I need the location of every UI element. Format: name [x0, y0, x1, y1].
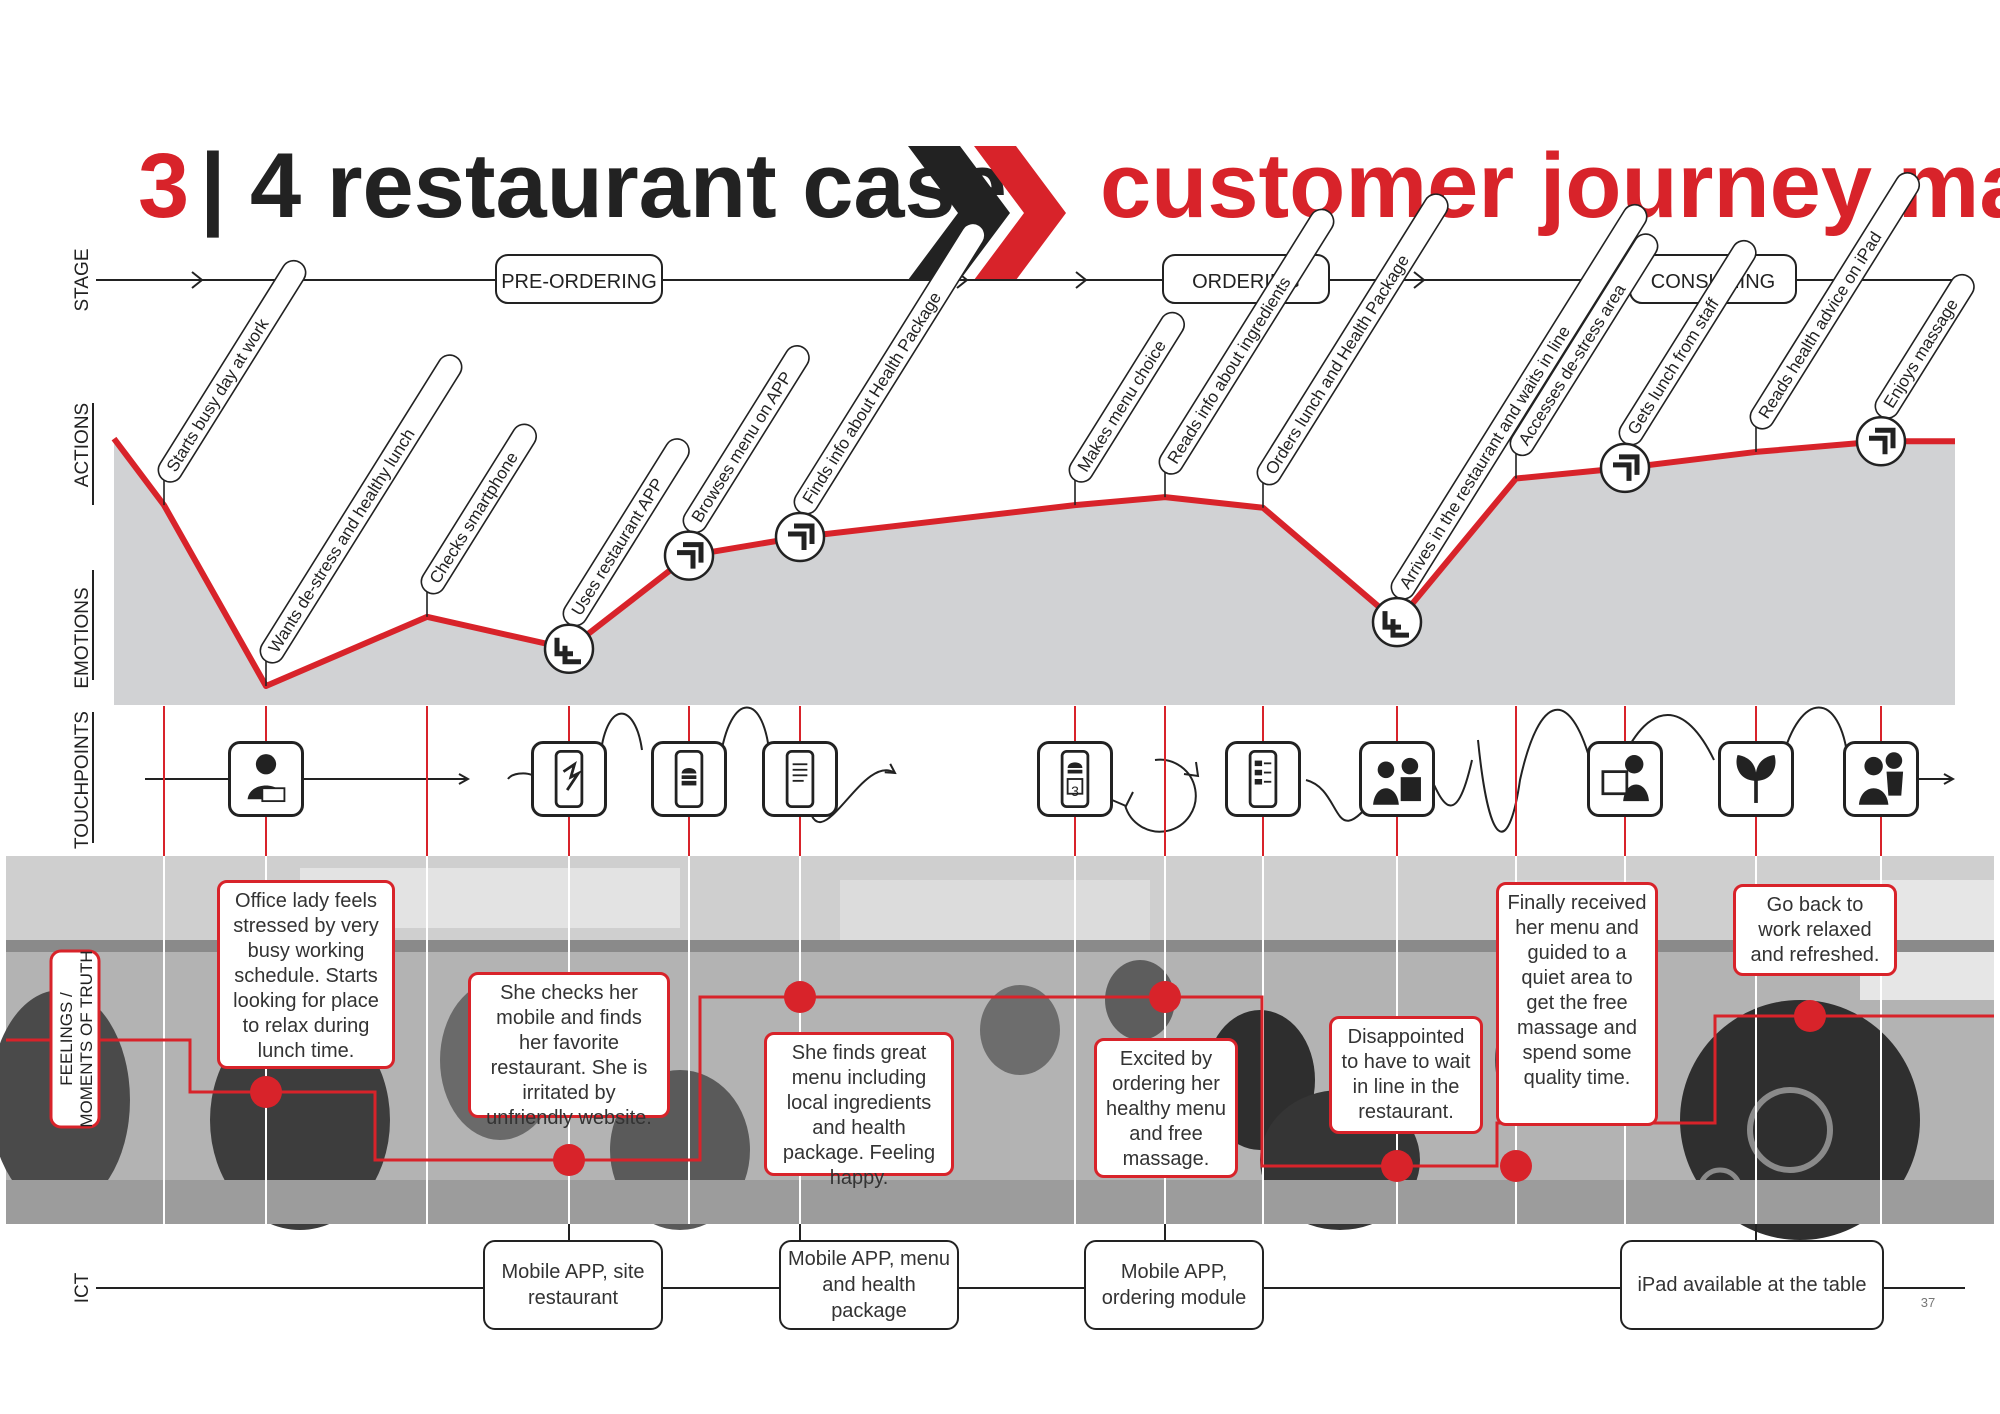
chevron-up-icon	[774, 511, 826, 563]
stage-box	[495, 254, 663, 304]
ict-box: Mobile APP, menu and health package	[779, 1240, 959, 1330]
row-label-feelings: MOMENTS OF TRUTH	[77, 950, 96, 1127]
ict-box: iPad available at the table	[1620, 1240, 1884, 1330]
choice-number: 3	[1071, 783, 1079, 799]
stage-arrow	[1075, 271, 1088, 289]
chevron-down-icon	[543, 623, 595, 675]
row-label-feelings: FEELINGS /	[57, 992, 76, 1086]
waiting-line-icon	[1359, 741, 1435, 817]
mobile-choice-icon: 3	[1037, 741, 1113, 817]
row-label-ict: ICT	[72, 1272, 93, 1303]
title-number: 3	[138, 135, 189, 237]
stage-arrow	[191, 271, 204, 289]
moment-dot	[1794, 1000, 1826, 1032]
title-chevron-dark	[908, 146, 1010, 280]
action-text: Wants de-stress and healthy lunch	[265, 425, 419, 656]
mobile-info-icon	[762, 741, 838, 817]
mobile-order-icon	[1225, 741, 1301, 817]
title-chevron-red	[974, 146, 1066, 280]
title-prefix: 4 restaurant case	[250, 135, 1007, 237]
moment-dot	[1149, 981, 1181, 1013]
chevron-down-icon	[1371, 596, 1423, 648]
ict-box: Mobile APP, site restaurant	[483, 1240, 663, 1330]
touchpoint-connector	[507, 706, 895, 823]
moment-dot	[250, 1076, 282, 1108]
action-label: Finds info about Health Package	[793, 222, 986, 515]
emotion-markers	[543, 416, 1907, 675]
title-suffix: customer journey map	[1100, 135, 2000, 237]
ict-box: Mobile APP, ordering module	[1084, 1240, 1264, 1330]
stage-label: PRE-ORDERING	[501, 271, 657, 293]
moment-dot	[553, 1144, 585, 1176]
feelings-connector	[6, 995, 1994, 1168]
staff-serving-icon	[1587, 741, 1663, 817]
row-label-actions: ACTIONS	[72, 403, 93, 487]
feeling-box: Excited by ordering her healthy menu and…	[1094, 1038, 1238, 1178]
feelings-label-box	[49, 949, 101, 1129]
massage-icon	[1843, 741, 1919, 817]
feeling-box: Finally received her menu and guided to …	[1496, 882, 1658, 1126]
office-lady-laptop-icon	[228, 741, 304, 817]
moment-dot	[1500, 1150, 1532, 1182]
stage-arrow	[1413, 271, 1426, 289]
cycle-icon	[1111, 758, 1200, 833]
touchpoint-connector	[1305, 706, 1849, 833]
action-label: Reads info about ingredients	[1158, 208, 1335, 475]
feeling-box: She finds great menu including local ing…	[764, 1032, 954, 1189]
action-text: Checks smartphone	[426, 449, 522, 587]
row-label-stage: STAGE	[72, 249, 93, 312]
leaf-icon	[1718, 741, 1794, 817]
chevron-up-icon	[1599, 442, 1651, 494]
chevron-up-icon	[1855, 416, 1907, 467]
action-text: Starts busy day at work	[163, 315, 273, 475]
action-label: Browses menu on APP	[682, 345, 810, 534]
action-label: Checks smartphone	[420, 423, 537, 595]
action-text: Finds info about Health Package	[799, 289, 945, 507]
row-label-emotions: EMOTIONS	[72, 587, 93, 688]
action-text: Enjoys massage	[1880, 296, 1962, 412]
feeling-box: She checks her mobile and finds her favo…	[468, 972, 670, 1129]
mobile-app-icon	[531, 741, 607, 817]
feelings-dots	[250, 981, 1826, 1182]
moment-dot	[784, 981, 816, 1013]
feeling-box: Office lady feels stressed by very busy …	[217, 880, 395, 1069]
action-text: Browses menu on APP	[688, 368, 796, 526]
mobile-menu-icon	[651, 741, 727, 817]
action-text: Gets lunch from staff	[1624, 295, 1723, 438]
page-number: 37	[1921, 1295, 1935, 1310]
moment-dot	[1381, 1150, 1413, 1182]
feeling-box: Go back to work relaxed and refreshed.	[1733, 884, 1897, 976]
action-label: Enjoys massage	[1874, 273, 1975, 419]
chevron-up-icon	[663, 530, 715, 581]
emotion-chart	[111, 436, 1955, 705]
feeling-box: Disappointed to have to wait in line in …	[1329, 1016, 1483, 1134]
row-label-touchpoints: TOUCHPOINTS	[72, 711, 93, 849]
action-label: Starts busy day at work	[157, 259, 307, 483]
action-text: Makes menu choice	[1074, 337, 1170, 475]
title-separator: |	[200, 135, 226, 238]
emotion-line	[111, 436, 1955, 689]
